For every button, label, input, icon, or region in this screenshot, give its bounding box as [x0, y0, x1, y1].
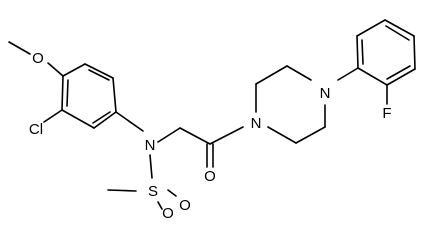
bond-ring2-c5c6-inner [386, 65, 411, 80]
bond-ring2-c1c2-inner [361, 39, 364, 65]
bond-ring2-c3c4 [384, 19, 415, 37]
bond-n-ch2 [157, 127, 181, 143]
bond-ch2-co [179, 127, 211, 145]
atom-o-methoxy: O [32, 50, 44, 67]
bond-s-o1 [157, 201, 163, 210]
atom-o-sulfonyl-1: O [162, 205, 174, 220]
bond-ring1-c6c1-inner [66, 79, 69, 107]
bond-s-o2 [167, 189, 177, 197]
atom-n-piperazine-1: N [251, 115, 262, 132]
bond-o-ring [47, 62, 64, 77]
atom-o-carbonyl: O [204, 168, 216, 185]
bond-ring1-c4c5 [93, 111, 117, 129]
bond-ring1-c6c1 [61, 75, 64, 111]
bond-layer [8, 19, 416, 210]
bond-pip-c2-n2 [286, 65, 312, 81]
bond-ring2-c5c6 [386, 68, 416, 86]
bond-ring1-c4c5-inner [92, 111, 111, 124]
bond-pip-c1-c2 [255, 65, 288, 85]
bond-ring2-c2c3 [356, 19, 386, 37]
bond-ring2-c6c1 [357, 67, 388, 86]
bond-ring1-c2c3 [84, 63, 114, 79]
bond-ring2-c1c2 [356, 35, 359, 69]
atom-o-sulfonyl-2: O [179, 197, 191, 214]
bond-n-s [149, 154, 153, 179]
bond-ring-cl [43, 109, 63, 123]
bond-n-aryl [337, 67, 359, 81]
bond-ring1-c3c4 [112, 77, 117, 113]
bond-pip-c3-c4 [295, 126, 326, 144]
bond-ring2-c3c4-inner [385, 25, 410, 41]
chemical-structure-diagram: O Cl N S O O O N N F [8, 19, 416, 220]
atom-s: S [148, 183, 158, 200]
bond-ring2-c4c5 [413, 35, 416, 70]
bond-co-n [209, 126, 244, 145]
bond-ring1-c1c2 [62, 63, 86, 77]
bond-methyl-o [8, 41, 31, 55]
atom-f: F [382, 105, 391, 122]
atom-cl: Cl [29, 121, 43, 138]
atom-n-piperazine-2: N [320, 85, 331, 102]
bond-ring-n [115, 111, 144, 132]
bond-ring1-c3c3-inner [88, 69, 110, 81]
atom-label-layer: O Cl N S O O O N N F [29, 50, 392, 220]
bond-ring1-c5c6 [61, 109, 95, 129]
bond-s-methyl [107, 189, 137, 192]
atom-n-sulfonamide: N [145, 137, 156, 154]
bond-pip-c4-n1 [267, 126, 297, 144]
